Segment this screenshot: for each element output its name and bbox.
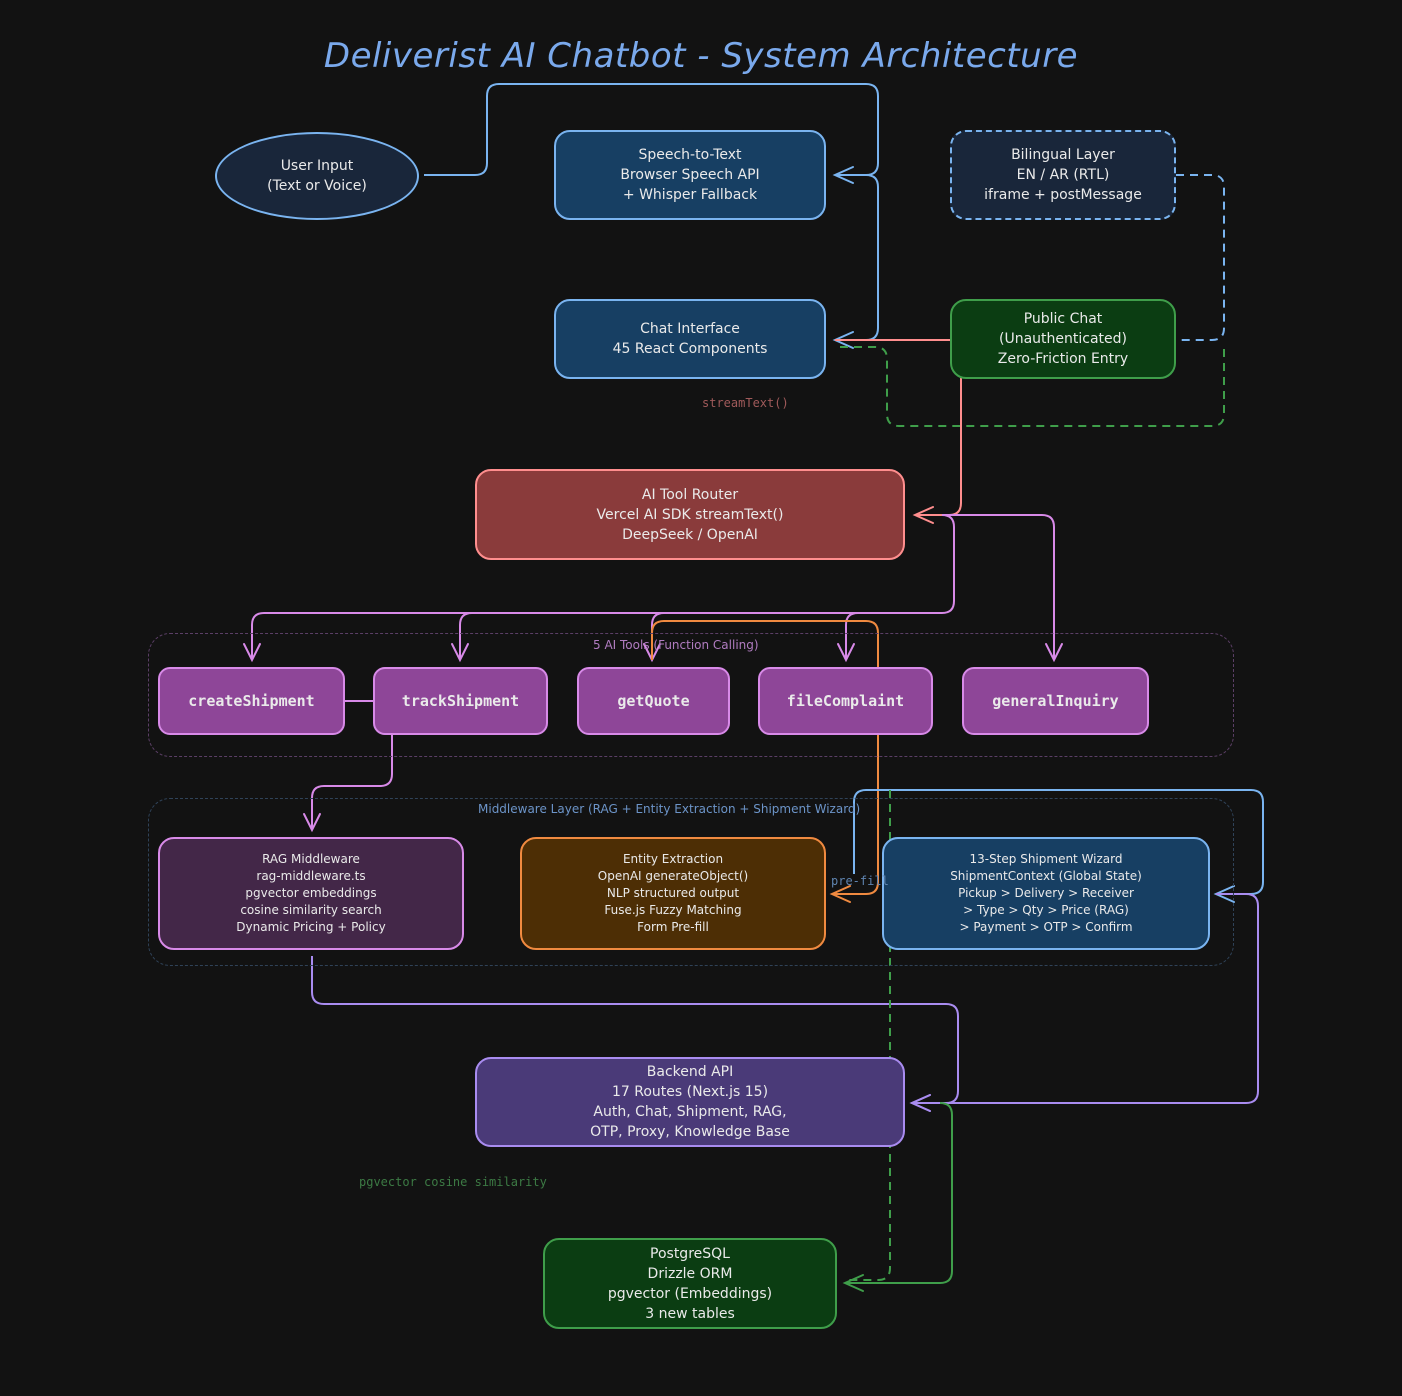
bilingual-line: iframe + postMessage	[984, 187, 1142, 203]
wizard-line: 13-Step Shipment Wizard	[969, 852, 1123, 866]
tools-group-label: 5 AI Tools (Function Calling)	[593, 638, 759, 652]
edge-pgvector-dashed	[845, 790, 891, 1281]
edge-wizard-to-backend-arrowhead	[909, 1094, 931, 1112]
edge-router-to-create-arrowhead	[243, 643, 261, 663]
speech-to-text-line: Browser Speech API	[620, 167, 760, 183]
backend-line: Auth, Chat, Shipment, RAG,	[593, 1104, 787, 1120]
edge-create-to-rag-arrowhead	[303, 813, 321, 833]
speech-to-text-line: + Whisper Fallback	[622, 187, 758, 203]
entity-line: NLP structured output	[606, 886, 740, 900]
chat-interface-line: 45 React Components	[612, 341, 768, 357]
edge-label-prefill: pre-fill	[831, 874, 889, 888]
rag-line: RAG Middleware	[262, 852, 360, 866]
tool-general-inquiry: generalInquiry	[962, 667, 1149, 735]
middleware-group-label: Middleware Layer (RAG + Entity Extractio…	[478, 802, 861, 816]
backend-line: OTP, Proxy, Knowledge Base	[590, 1124, 790, 1140]
wizard-line: > Payment > OTP > Confirm	[959, 920, 1133, 934]
speech-to-text-line: Speech-to-Text	[638, 147, 742, 163]
middleware-group	[148, 798, 1234, 966]
postgres-line: PostgreSQL	[650, 1245, 730, 1262]
edge-router-to-create	[251, 514, 955, 660]
edge-wizard-to-backend	[912, 893, 1259, 1104]
ai-router-line: DeepSeek / OpenAI	[622, 526, 758, 543]
edge-backend-to-postgres	[845, 1102, 953, 1284]
user-input-node: User Input (Text or Voice)	[215, 132, 419, 220]
tool-label: trackShipment	[401, 692, 520, 710]
edge-chat-to-router-arrowhead	[912, 506, 934, 524]
tool-label: fileComplaint	[786, 692, 905, 710]
edge-backend-to-postgres-arrowhead	[842, 1274, 864, 1292]
ai-router-line: AI Tool Router	[641, 486, 739, 503]
postgres-line: 3 new tables	[645, 1305, 735, 1322]
bilingual-line: Bilingual Layer	[1011, 147, 1115, 163]
rag-line: Dynamic Pricing + Policy	[236, 920, 386, 934]
tool-label: getQuote	[617, 692, 690, 710]
ai-router-line: Vercel AI SDK streamText()	[596, 506, 784, 523]
public-chat-line: Zero-Friction Entry	[997, 351, 1129, 367]
edge-quote-to-entity	[651, 620, 879, 895]
tool-get-quote: getQuote	[577, 667, 730, 735]
bilingual-layer-node: Bilingual Layer EN / AR (RTL) iframe + pos…	[950, 130, 1176, 220]
rag-line: cosine similarity search	[240, 903, 382, 917]
edge-user-to-speech-arrowhead	[832, 166, 854, 184]
user-input-line: (Text or Voice)	[267, 178, 367, 194]
edge-router-to-inquiry	[942, 514, 1055, 660]
diagram-title: Deliverist AI Chatbot - System Architect…	[323, 36, 1079, 76]
edge-router-to-quote	[651, 612, 665, 660]
entity-line: Fuse.js Fuzzy Matching	[604, 903, 742, 917]
tool-create-shipment: createShipment	[158, 667, 345, 735]
wizard-line: Pickup > Delivery > Receiver	[958, 886, 1134, 900]
postgres-line: Drizzle ORM	[647, 1265, 733, 1282]
edge-user-to-speech	[424, 83, 879, 176]
wizard-line: > Type > Qty > Price (RAG)	[963, 903, 1129, 917]
edge-label-pgvector: pgvector cosine similarity	[359, 1175, 547, 1189]
rag-line: rag-middleware.ts	[256, 869, 366, 883]
rag-middleware-node: RAG Middleware rag-middleware.ts pgvector …	[158, 837, 464, 950]
chat-interface-node: Chat Interface 45 React Components	[554, 299, 826, 379]
entity-line: OpenAI generateObject()	[597, 869, 749, 883]
edge-rag-to-backend	[311, 956, 959, 1104]
edge-router-to-track-arrowhead	[451, 643, 469, 663]
bilingual-line: EN / AR (RTL)	[1016, 167, 1110, 183]
wizard-line: ShipmentContext (Global State)	[950, 869, 1142, 883]
tools-group	[148, 633, 1234, 757]
edge-router-to-inquiry-arrowhead	[1045, 643, 1063, 663]
public-chat-node: Public Chat (Unauthenticated) Zero-Frictio…	[950, 299, 1176, 379]
tool-file-complaint: fileComplaint	[758, 667, 933, 735]
backend-line: Backend API	[646, 1064, 734, 1080]
edge-bilingual-to-chat	[835, 174, 1225, 341]
edge-label-stream: streamText()	[702, 396, 789, 410]
edge-router-to-complaint-arrowhead	[837, 643, 855, 663]
tool-label: createShipment	[188, 692, 315, 710]
edge-router-to-complaint	[845, 612, 859, 660]
edge-quote-to-entity-arrowhead	[829, 885, 851, 903]
rag-line: pgvector embeddings	[245, 886, 377, 900]
tool-label: generalInquiry	[992, 692, 1119, 710]
backend-api-node: Backend API 17 Routes (Next.js 15) Auth, C…	[475, 1057, 905, 1147]
edge-prefill-to-wizard	[853, 789, 1264, 895]
entity-line: Entity Extraction	[622, 852, 724, 866]
public-chat-line: Public Chat	[1023, 311, 1103, 327]
tool-track-shipment: trackShipment	[373, 667, 548, 735]
edge-router-to-track	[459, 612, 473, 660]
entity-line: Form Pre-fill	[637, 920, 709, 934]
edge-public-chat	[840, 345, 1225, 427]
postgres-line: pgvector (Embeddings)	[607, 1285, 773, 1302]
edge-speech-to-chat	[835, 174, 879, 341]
user-input-line: User Input	[280, 158, 354, 174]
public-chat-line: (Unauthenticated)	[999, 331, 1127, 347]
postgresql-node: PostgreSQL Drizzle ORM pgvector (Embedding…	[543, 1238, 837, 1329]
backend-line: 17 Routes (Next.js 15)	[611, 1084, 769, 1100]
chat-interface-line: Chat Interface	[640, 321, 740, 337]
